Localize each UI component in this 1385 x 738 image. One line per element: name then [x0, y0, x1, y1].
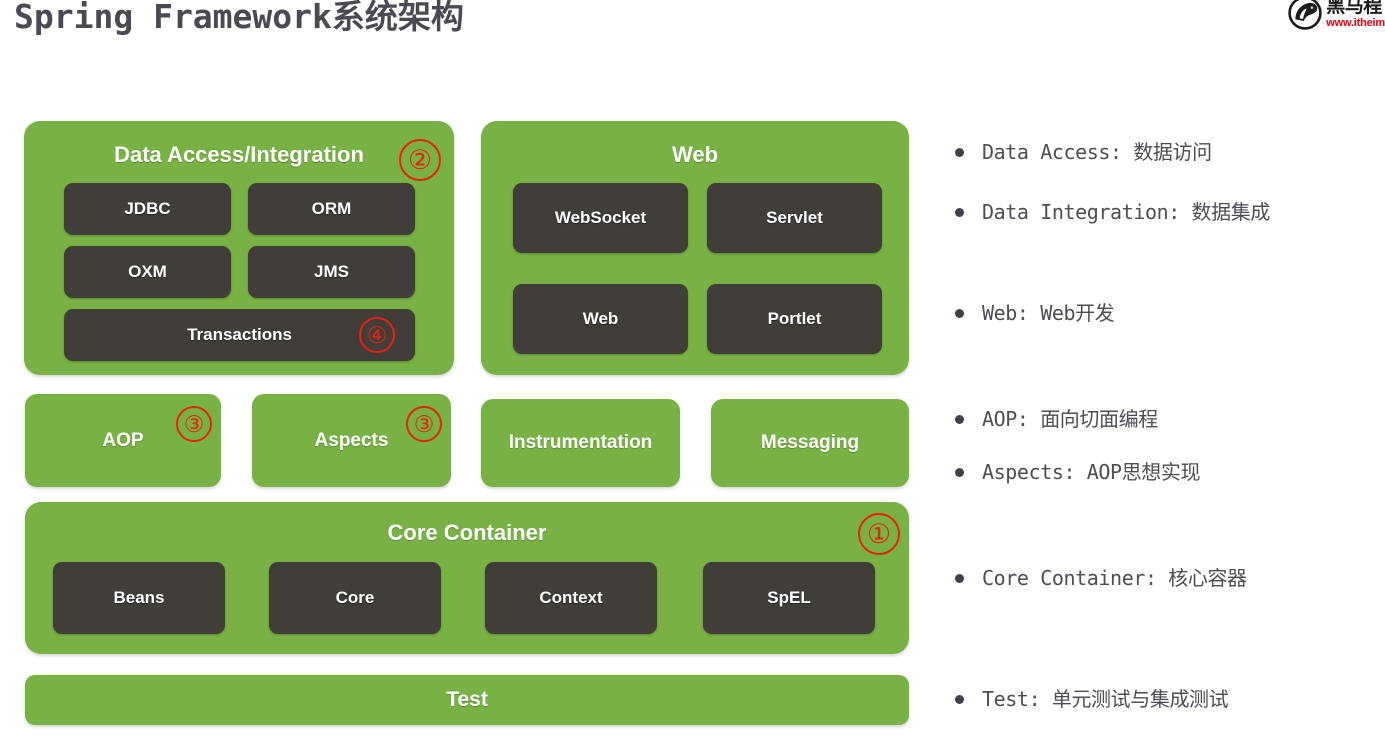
marker-2: ② — [399, 139, 441, 181]
module-oxm: OXM — [64, 246, 231, 298]
block-core-container: Core Container ① Beans Core Context SpEL — [25, 502, 909, 654]
block-data-access-integration: Data Access/Integration ② JDBC ORM OXM J… — [24, 121, 454, 375]
legend-item-text: Test: 单元测试与集成测试 — [982, 687, 1229, 711]
legend-item-text: Data Integration: 数据集成 — [982, 200, 1270, 224]
legend-item-test: Test: 单元测试与集成测试 — [955, 687, 1229, 711]
legend-list: Data Access: 数据访问 Data Integration: 数据集成… — [955, 0, 1385, 738]
marker-1: ① — [858, 513, 900, 555]
legend-item-data-integration: Data Integration: 数据集成 — [955, 202, 1270, 222]
bullet-icon — [955, 309, 964, 318]
legend-item-text: Aspects: AOP思想实现 — [982, 460, 1201, 484]
chip-instrumentation: Instrumentation — [481, 399, 680, 487]
bullet-icon — [955, 208, 964, 217]
marker-3-aop: ③ — [176, 406, 212, 442]
block-data-access-title: Data Access/Integration — [114, 142, 364, 167]
module-jms: JMS — [248, 246, 415, 298]
block-test-label: Test — [446, 688, 488, 711]
module-websocket: WebSocket — [513, 183, 688, 253]
legend-item-text: Web: Web开发 — [982, 301, 1115, 325]
legend-item-aspects: Aspects: AOP思想实现 — [955, 462, 1200, 482]
legend-item-aop: AOP: 面向切面编程 — [955, 409, 1158, 429]
marker-4: ④ — [359, 317, 395, 353]
legend-item-text: Data Access: 数据访问 — [982, 140, 1212, 164]
module-portlet: Portlet — [707, 284, 882, 354]
page-title: Spring Framework系统架构 — [14, 0, 464, 36]
brand-logo: 黑马程 www.itheim — [1288, 0, 1385, 36]
legend-item-core-container: Core Container: 核心容器 — [955, 568, 1247, 588]
bullet-icon — [955, 574, 964, 583]
module-context: Context — [485, 562, 657, 634]
module-core: Core — [269, 562, 441, 634]
bullet-icon — [955, 415, 964, 424]
marker-3-aspects: ③ — [406, 406, 442, 442]
module-jdbc: JDBC — [64, 183, 231, 235]
module-servlet: Servlet — [707, 183, 882, 253]
legend-item-web: Web: Web开发 — [955, 301, 1115, 325]
bullet-icon — [955, 695, 964, 704]
block-web: Web WebSocket Servlet Web Portlet — [481, 121, 909, 375]
module-beans: Beans — [53, 562, 225, 634]
brand-name: 黑马程 — [1326, 0, 1382, 17]
chip-messaging: Messaging — [711, 399, 909, 487]
spring-architecture-diagram: Data Access/Integration ② JDBC ORM OXM J… — [24, 121, 909, 725]
legend-item-text: Core Container: 核心容器 — [982, 566, 1247, 590]
brand-url: www.itheim — [1326, 17, 1385, 29]
module-web: Web — [513, 284, 688, 354]
bullet-icon — [955, 468, 964, 477]
legend-item-data-access: Data Access: 数据访问 — [955, 142, 1212, 162]
brand-text: 黑马程 www.itheim — [1326, 0, 1385, 29]
legend-item-text: AOP: 面向切面编程 — [982, 407, 1158, 431]
block-web-title: Web — [671, 142, 719, 167]
block-test: Test — [25, 675, 909, 725]
bullet-icon — [955, 148, 964, 157]
horse-head-logo-icon — [1288, 0, 1323, 30]
module-transactions: Transactions — [64, 309, 415, 361]
module-orm: ORM — [248, 183, 415, 235]
block-core-container-title: Core Container — [387, 520, 547, 545]
module-spel: SpEL — [703, 562, 875, 634]
